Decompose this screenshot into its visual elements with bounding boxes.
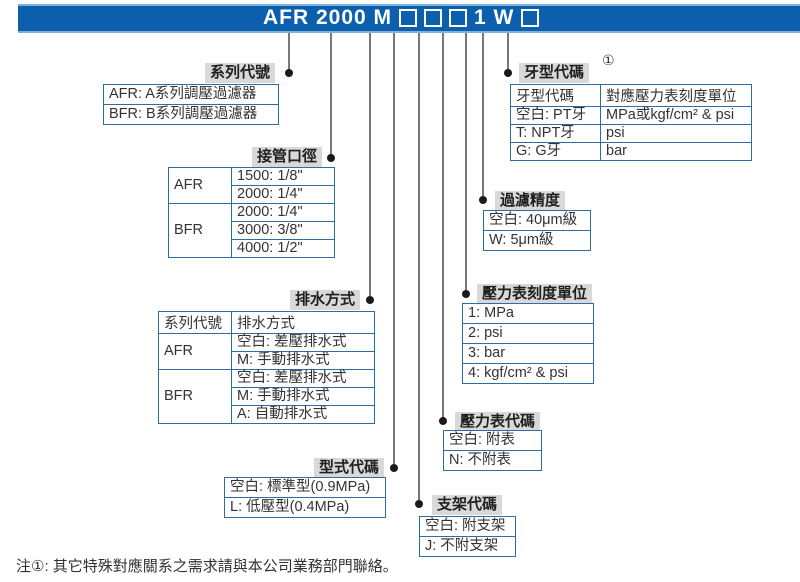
- thread-table: 牙型代碼 對應壓力表刻度單位 空白: PT牙 MPa或kgf/cm² & psi…: [510, 84, 752, 161]
- filtration-row: W: 5μm級: [483, 230, 591, 251]
- thread-unit-cell: MPa或kgf/cm² & psi: [600, 106, 752, 125]
- filtration-row: 空白: 40μm級: [483, 210, 591, 231]
- table-row: AFR 空白: 差壓排水式: [158, 333, 375, 370]
- port-value-cell: 4000: 1/2": [231, 239, 335, 258]
- drain-value-cell: 空白: 差壓排水式: [231, 333, 375, 352]
- table-row: G: G牙 bar: [510, 142, 752, 161]
- table-row: 空白: PT牙 MPa或kgf/cm² & psi: [510, 106, 752, 125]
- model-code-title: AFR 2000 M 1 W: [263, 6, 540, 30]
- drain-value-cell: M: 手動排水式: [231, 351, 375, 370]
- series-row: BFR: B系列調壓過濾器: [103, 104, 279, 125]
- series-name-cell: BFR: [158, 369, 232, 424]
- table-row: 4000: 1/2": [169, 239, 335, 258]
- table-row: AFR 1500: 1/8": [168, 167, 335, 204]
- model-code-text-prefix: AFR 2000 M: [263, 6, 393, 29]
- series-name-cell: AFR: [158, 333, 232, 370]
- placeholder-box-icon: [521, 9, 540, 27]
- bracket-table: 空白: 附支架 J: 不附支架: [419, 516, 516, 557]
- port-value-cell: 3000: 3/8": [231, 221, 335, 240]
- gauge-unit-row: 4: kgf/cm² & psi: [462, 363, 594, 384]
- thread-col-header: 對應壓力表刻度單位: [600, 84, 752, 107]
- gauge-unit-label: 壓力表刻度單位: [477, 284, 593, 304]
- series-label: 系列代號: [205, 63, 276, 83]
- placeholder-box-icon: [399, 9, 418, 27]
- table-header-row: 牙型代碼 對應壓力表刻度單位: [510, 84, 752, 107]
- footnote-ref-mark: ①: [602, 52, 615, 68]
- port-size-label: 接管口徑: [252, 147, 323, 167]
- thread-code-cell: T: NPT牙: [510, 124, 601, 143]
- table-row: 3000: 3/8": [169, 221, 335, 240]
- table-row: BFR 2000: 1/4": [168, 203, 335, 258]
- drain-col-header: 系列代號: [158, 311, 232, 334]
- footnote: 注①: 其它特殊對應關系之需求請與本公司業務部門聯絡。: [16, 558, 398, 575]
- port-value-cell: 2000: 1/4": [231, 203, 335, 222]
- port-value-cell: 1500: 1/8": [231, 167, 335, 186]
- thread-unit-cell: psi: [600, 124, 752, 143]
- filtration-label: 過濾精度: [495, 191, 566, 211]
- thread-label: 牙型代碼: [519, 63, 590, 83]
- gauge-code-table: 空白: 附表 N: 不附表: [443, 430, 542, 471]
- type-code-row: L: 低壓型(0.4MPa): [224, 497, 386, 518]
- model-code-bar: [18, 4, 800, 33]
- bracket-row: 空白: 附支架: [419, 516, 516, 537]
- table-row: T: NPT牙 psi: [510, 124, 752, 143]
- type-code-label: 型式代碼: [314, 458, 385, 478]
- gauge-unit-table: 1: MPa 2: psi 3: bar 4: kgf/cm² & psi: [462, 303, 594, 384]
- placeholder-box-icon: [449, 9, 468, 27]
- series-name-cell: BFR: [168, 203, 232, 258]
- series-row: AFR: A系列調壓過濾器: [103, 84, 279, 105]
- gauge-code-row: 空白: 附表: [443, 430, 542, 451]
- series-table: AFR: A系列調壓過濾器 BFR: B系列調壓過濾器: [103, 84, 279, 125]
- drain-col-header: 排水方式: [231, 311, 375, 334]
- drain-value-cell: M: 手動排水式: [231, 387, 375, 406]
- type-code-table: 空白: 標準型(0.9MPa) L: 低壓型(0.4MPa): [224, 477, 386, 518]
- port-size-table: AFR 1500: 1/8" 2000: 1/4" BFR 2000: 1/4"…: [168, 167, 335, 258]
- gauge-unit-row: 3: bar: [462, 343, 594, 364]
- table-row: A: 自動排水式: [159, 405, 375, 424]
- bracket-row: J: 不附支架: [419, 536, 516, 557]
- filtration-table: 空白: 40μm級 W: 5μm級: [483, 210, 591, 251]
- thread-code-cell: 空白: PT牙: [510, 106, 601, 125]
- series-name-cell: AFR: [168, 167, 232, 204]
- thread-unit-cell: bar: [600, 142, 752, 161]
- port-value-cell: 2000: 1/4": [231, 185, 335, 204]
- table-row: M: 手動排水式: [159, 387, 375, 406]
- gauge-code-row: N: 不附表: [443, 450, 542, 471]
- type-code-row: 空白: 標準型(0.9MPa): [224, 477, 386, 498]
- gauge-unit-row: 2: psi: [462, 323, 594, 344]
- placeholder-box-icon: [424, 9, 443, 27]
- drain-value-cell: 空白: 差壓排水式: [231, 369, 375, 388]
- drain-label: 排水方式: [290, 290, 361, 310]
- bracket-label: 支架代碼: [432, 495, 503, 515]
- table-row: M: 手動排水式: [159, 351, 375, 370]
- drain-table: 系列代號 排水方式 AFR 空白: 差壓排水式 M: 手動排水式 BFR 空白:…: [158, 311, 375, 424]
- table-header-row: 系列代號 排水方式: [158, 311, 375, 334]
- gauge-unit-row: 1: MPa: [462, 303, 594, 324]
- table-row: BFR 空白: 差壓排水式: [158, 369, 375, 424]
- drain-value-cell: A: 自動排水式: [231, 405, 375, 424]
- model-code-text-suffix: 1 W: [474, 6, 515, 29]
- thread-code-cell: G: G牙: [510, 142, 601, 161]
- gauge-code-label: 壓力表代碼: [455, 412, 541, 432]
- thread-col-header: 牙型代碼: [510, 84, 601, 107]
